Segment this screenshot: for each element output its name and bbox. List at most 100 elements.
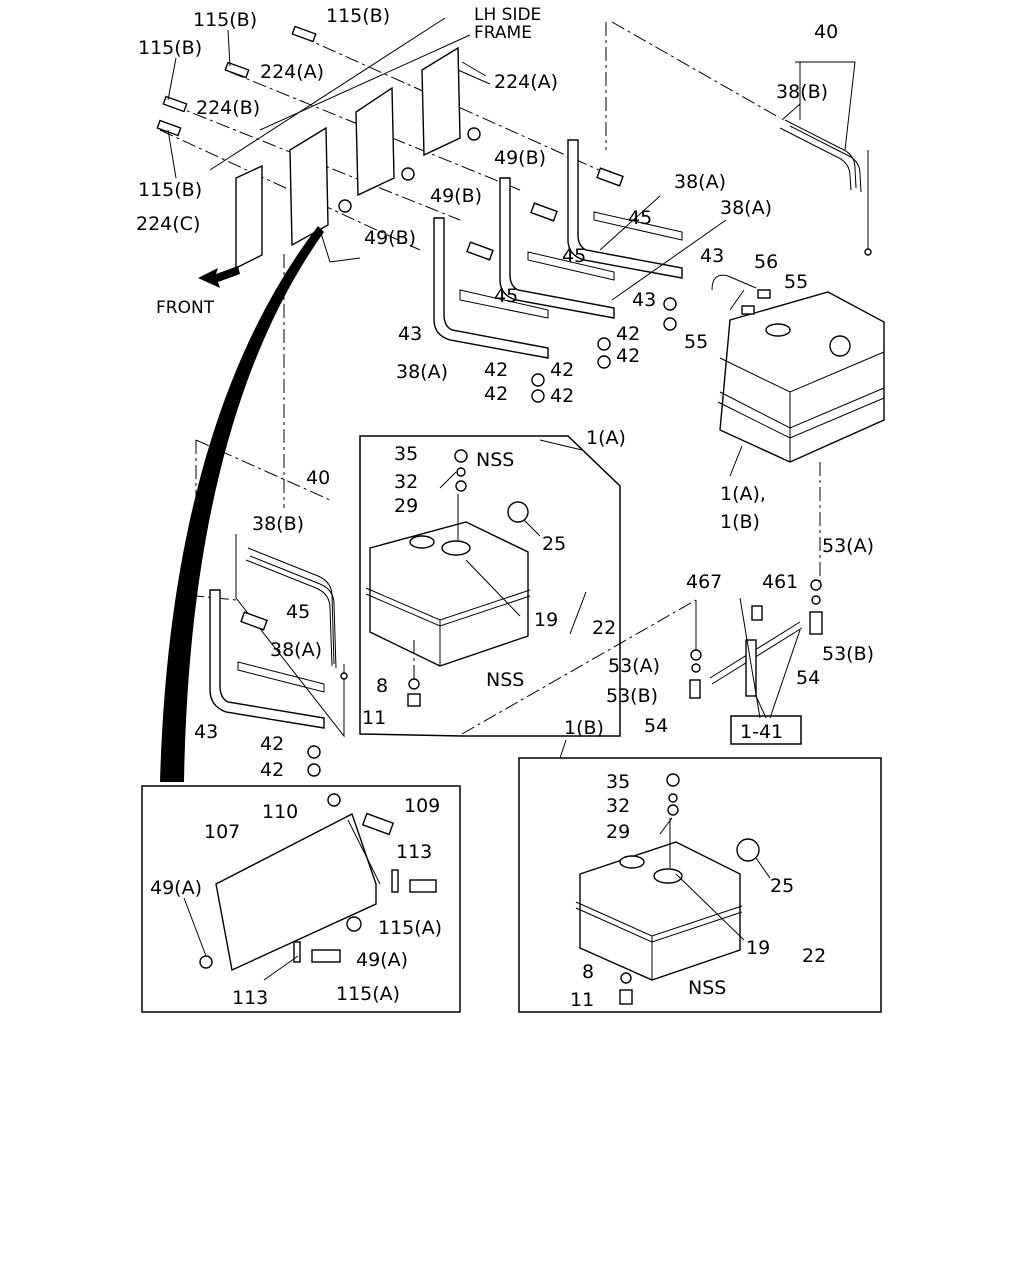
- label-11: 11: [570, 989, 594, 1011]
- label-22: 22: [802, 945, 826, 967]
- frame-note-line1: LH SIDE: [474, 5, 541, 25]
- label-110: 110: [262, 801, 298, 823]
- label-42: 42: [260, 733, 284, 755]
- label-49a: 49(A): [356, 949, 408, 971]
- fuel-tank-right: [711, 274, 885, 582]
- label-49b: 49(B): [494, 147, 546, 169]
- tank-right-body: [719, 291, 885, 463]
- label-35: 35: [394, 443, 418, 465]
- label-113: 113: [396, 841, 432, 863]
- label-38a: 38(A): [674, 171, 726, 193]
- nut-icon: [199, 955, 213, 969]
- label-224c: 224(C): [136, 213, 200, 235]
- label-29: 29: [606, 821, 630, 843]
- leader-lines: [167, 29, 801, 981]
- label-25: 25: [542, 533, 566, 555]
- detail-curve-arrow: [160, 226, 324, 782]
- label-43: 43: [398, 323, 422, 345]
- label-56: 56: [754, 251, 778, 273]
- nut-icon: [338, 199, 352, 213]
- label-42: 42: [484, 359, 508, 381]
- label-25: 25: [770, 875, 794, 897]
- label-54: 54: [644, 715, 668, 737]
- strap-38a-1: [433, 217, 549, 359]
- label-38a: 38(A): [396, 361, 448, 383]
- label-35: 35: [606, 771, 630, 793]
- label-38b: 38(B): [252, 513, 304, 535]
- cover-detail-frame: [141, 785, 461, 1013]
- label-38a: 38(A): [270, 639, 322, 661]
- label-45: 45: [286, 601, 310, 623]
- label-nss: NSS: [476, 449, 514, 471]
- label-22: 22: [592, 617, 616, 639]
- label-19: 19: [746, 937, 770, 959]
- label-53b: 53(B): [606, 685, 658, 707]
- label-1a: 1(A): [586, 427, 626, 449]
- nut-icon: [663, 317, 677, 331]
- label-42: 42: [550, 385, 574, 407]
- label-42: 42: [550, 359, 574, 381]
- bolt-icon: [240, 611, 268, 631]
- label-42: 42: [260, 759, 284, 781]
- label-49b: 49(B): [364, 227, 416, 249]
- label-29: 29: [394, 495, 418, 517]
- fuel-tank-1a: [365, 449, 531, 707]
- label-40: 40: [814, 21, 838, 43]
- sender-cap-icon: [736, 838, 760, 862]
- label-nss: NSS: [486, 669, 524, 691]
- callout-labels: LH SIDE FRAME FRONT 115(B) 115(B) 115(B)…: [136, 5, 874, 1011]
- label-54: 54: [796, 667, 820, 689]
- nut-icon: [346, 916, 362, 932]
- label-467: 467: [686, 571, 722, 593]
- label-107: 107: [204, 821, 240, 843]
- label-11: 11: [362, 707, 386, 729]
- bracket-224a-upper: [421, 46, 461, 157]
- nut-icon: [401, 167, 415, 181]
- nut-icon: [327, 793, 341, 807]
- strap-40-top: [779, 61, 872, 256]
- nut-icon: [597, 355, 611, 369]
- bracket-224a-lower: [355, 86, 395, 197]
- label-224b: 224(B): [196, 97, 260, 119]
- bolt-icon: [596, 167, 624, 187]
- fuel-tank-1b: [575, 773, 760, 1005]
- tank-1b-frame: [518, 757, 882, 1013]
- bolt-icon: [361, 812, 395, 836]
- label-115b: 115(B): [193, 9, 257, 31]
- label-461: 461: [762, 571, 798, 593]
- bolt-icon: [530, 202, 558, 222]
- label-49b: 49(B): [430, 185, 482, 207]
- label-53b: 53(B): [822, 643, 874, 665]
- strap-38a-3: [567, 139, 683, 279]
- label-45: 45: [562, 245, 586, 267]
- front-label: FRONT: [156, 298, 215, 318]
- ref-box: [730, 715, 802, 745]
- label-nss: NSS: [688, 977, 726, 999]
- bolt-icon: [291, 25, 317, 43]
- label-42: 42: [616, 345, 640, 367]
- nut-icon: [467, 127, 481, 141]
- bolt-icon: [162, 95, 188, 113]
- label-115b: 115(B): [138, 179, 202, 201]
- label-8: 8: [582, 961, 594, 983]
- ref-box-text: 1-41: [740, 721, 783, 743]
- tank-1a-frame: [359, 435, 621, 737]
- bracket-224c: [235, 164, 263, 270]
- frame-note-line2: FRAME: [474, 23, 532, 43]
- label-1b: 1(B): [564, 717, 604, 739]
- label-115b: 115(B): [138, 37, 202, 59]
- label-43: 43: [632, 289, 656, 311]
- label-109: 109: [404, 795, 440, 817]
- label-42: 42: [616, 323, 640, 345]
- nut-icon: [531, 373, 545, 387]
- label-1b: 1(B): [720, 511, 760, 533]
- label-49a: 49(A): [150, 877, 202, 899]
- bolt-icon: [466, 241, 494, 261]
- nut-icon: [663, 297, 677, 311]
- label-55: 55: [784, 271, 808, 293]
- label-53a: 53(A): [822, 535, 874, 557]
- label-115b: 115(B): [326, 5, 390, 27]
- label-45: 45: [628, 207, 652, 229]
- bolt-icon: [224, 61, 250, 79]
